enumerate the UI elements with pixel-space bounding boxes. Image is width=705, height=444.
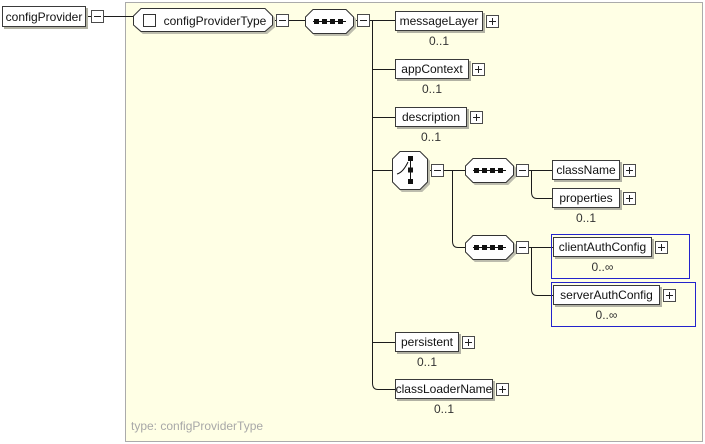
cardinality-persistent: 0..1 <box>416 355 437 369</box>
cardinality-appContext: 0..1 <box>421 82 442 96</box>
expand-icon[interactable] <box>623 164 636 177</box>
element-description-label: description <box>401 110 461 124</box>
element-configProvider-label: configProvider <box>5 9 83 24</box>
element-appContext-label: appContext <box>401 62 463 76</box>
element-classLoaderName[interactable]: classLoaderName <box>395 379 493 399</box>
expand-icon[interactable] <box>623 192 636 205</box>
element-className[interactable]: className <box>552 160 620 180</box>
cardinality-description: 0..1 <box>420 130 441 144</box>
expand-icon[interactable] <box>486 15 499 28</box>
element-className-label: className <box>556 163 616 177</box>
type-annotation: type: configProviderType <box>131 419 264 433</box>
collapse-icon[interactable] <box>91 10 104 23</box>
expand-icon[interactable] <box>663 289 676 302</box>
element-clientAuthConfig-label: clientAuthConfig <box>558 240 647 254</box>
element-classLoaderName-label: classLoaderName <box>395 382 493 396</box>
complex-type-label: configProviderType <box>163 14 267 28</box>
element-messageLayer-label: messageLayer <box>399 14 479 28</box>
collapse-icon[interactable] <box>357 14 370 27</box>
expand-icon[interactable] <box>472 63 485 76</box>
cardinality-properties: 0..1 <box>575 211 596 225</box>
element-description[interactable]: description <box>395 107 467 127</box>
choice-icon <box>396 156 413 184</box>
collapse-icon[interactable] <box>431 164 444 177</box>
collapse-icon[interactable] <box>516 241 529 254</box>
multi-occurrence-frame-serverAuthConfig <box>551 282 696 327</box>
expand-icon[interactable] <box>470 111 483 124</box>
sequence-icon <box>473 245 506 250</box>
sequence-compositor[interactable] <box>305 9 354 34</box>
cardinality-clientAuthConfig: 0..∞ <box>591 260 614 274</box>
element-clientAuthConfig[interactable]: clientAuthConfig <box>553 237 652 257</box>
element-properties-label: properties <box>559 191 613 205</box>
element-serverAuthConfig-label: serverAuthConfig <box>560 288 653 302</box>
expand-icon[interactable] <box>655 241 668 254</box>
sequence-icon <box>313 19 346 24</box>
element-properties[interactable]: properties <box>552 188 620 208</box>
cardinality-classLoaderName: 0..1 <box>433 402 454 416</box>
element-serverAuthConfig[interactable]: serverAuthConfig <box>553 285 660 305</box>
choice-compositor[interactable] <box>392 151 429 190</box>
complex-type-shape[interactable] <box>133 8 274 33</box>
element-messageLayer[interactable]: messageLayer <box>395 11 483 31</box>
collapse-icon[interactable] <box>516 164 529 177</box>
sequence-icon <box>473 168 506 173</box>
cardinality-messageLayer: 0..1 <box>428 34 449 48</box>
expand-icon[interactable] <box>462 336 475 349</box>
sequence-compositor[interactable] <box>465 158 514 183</box>
element-persistent-label: persistent <box>400 335 454 349</box>
element-persistent[interactable]: persistent <box>395 332 459 352</box>
element-appContext[interactable]: appContext <box>395 59 469 79</box>
expand-icon[interactable] <box>496 383 509 396</box>
element-configProvider[interactable]: configProvider <box>2 6 86 27</box>
collapse-icon[interactable] <box>276 14 289 27</box>
sequence-compositor[interactable] <box>465 235 514 260</box>
cardinality-serverAuthConfig: 0..∞ <box>595 308 618 322</box>
content-model-icon <box>143 14 156 27</box>
